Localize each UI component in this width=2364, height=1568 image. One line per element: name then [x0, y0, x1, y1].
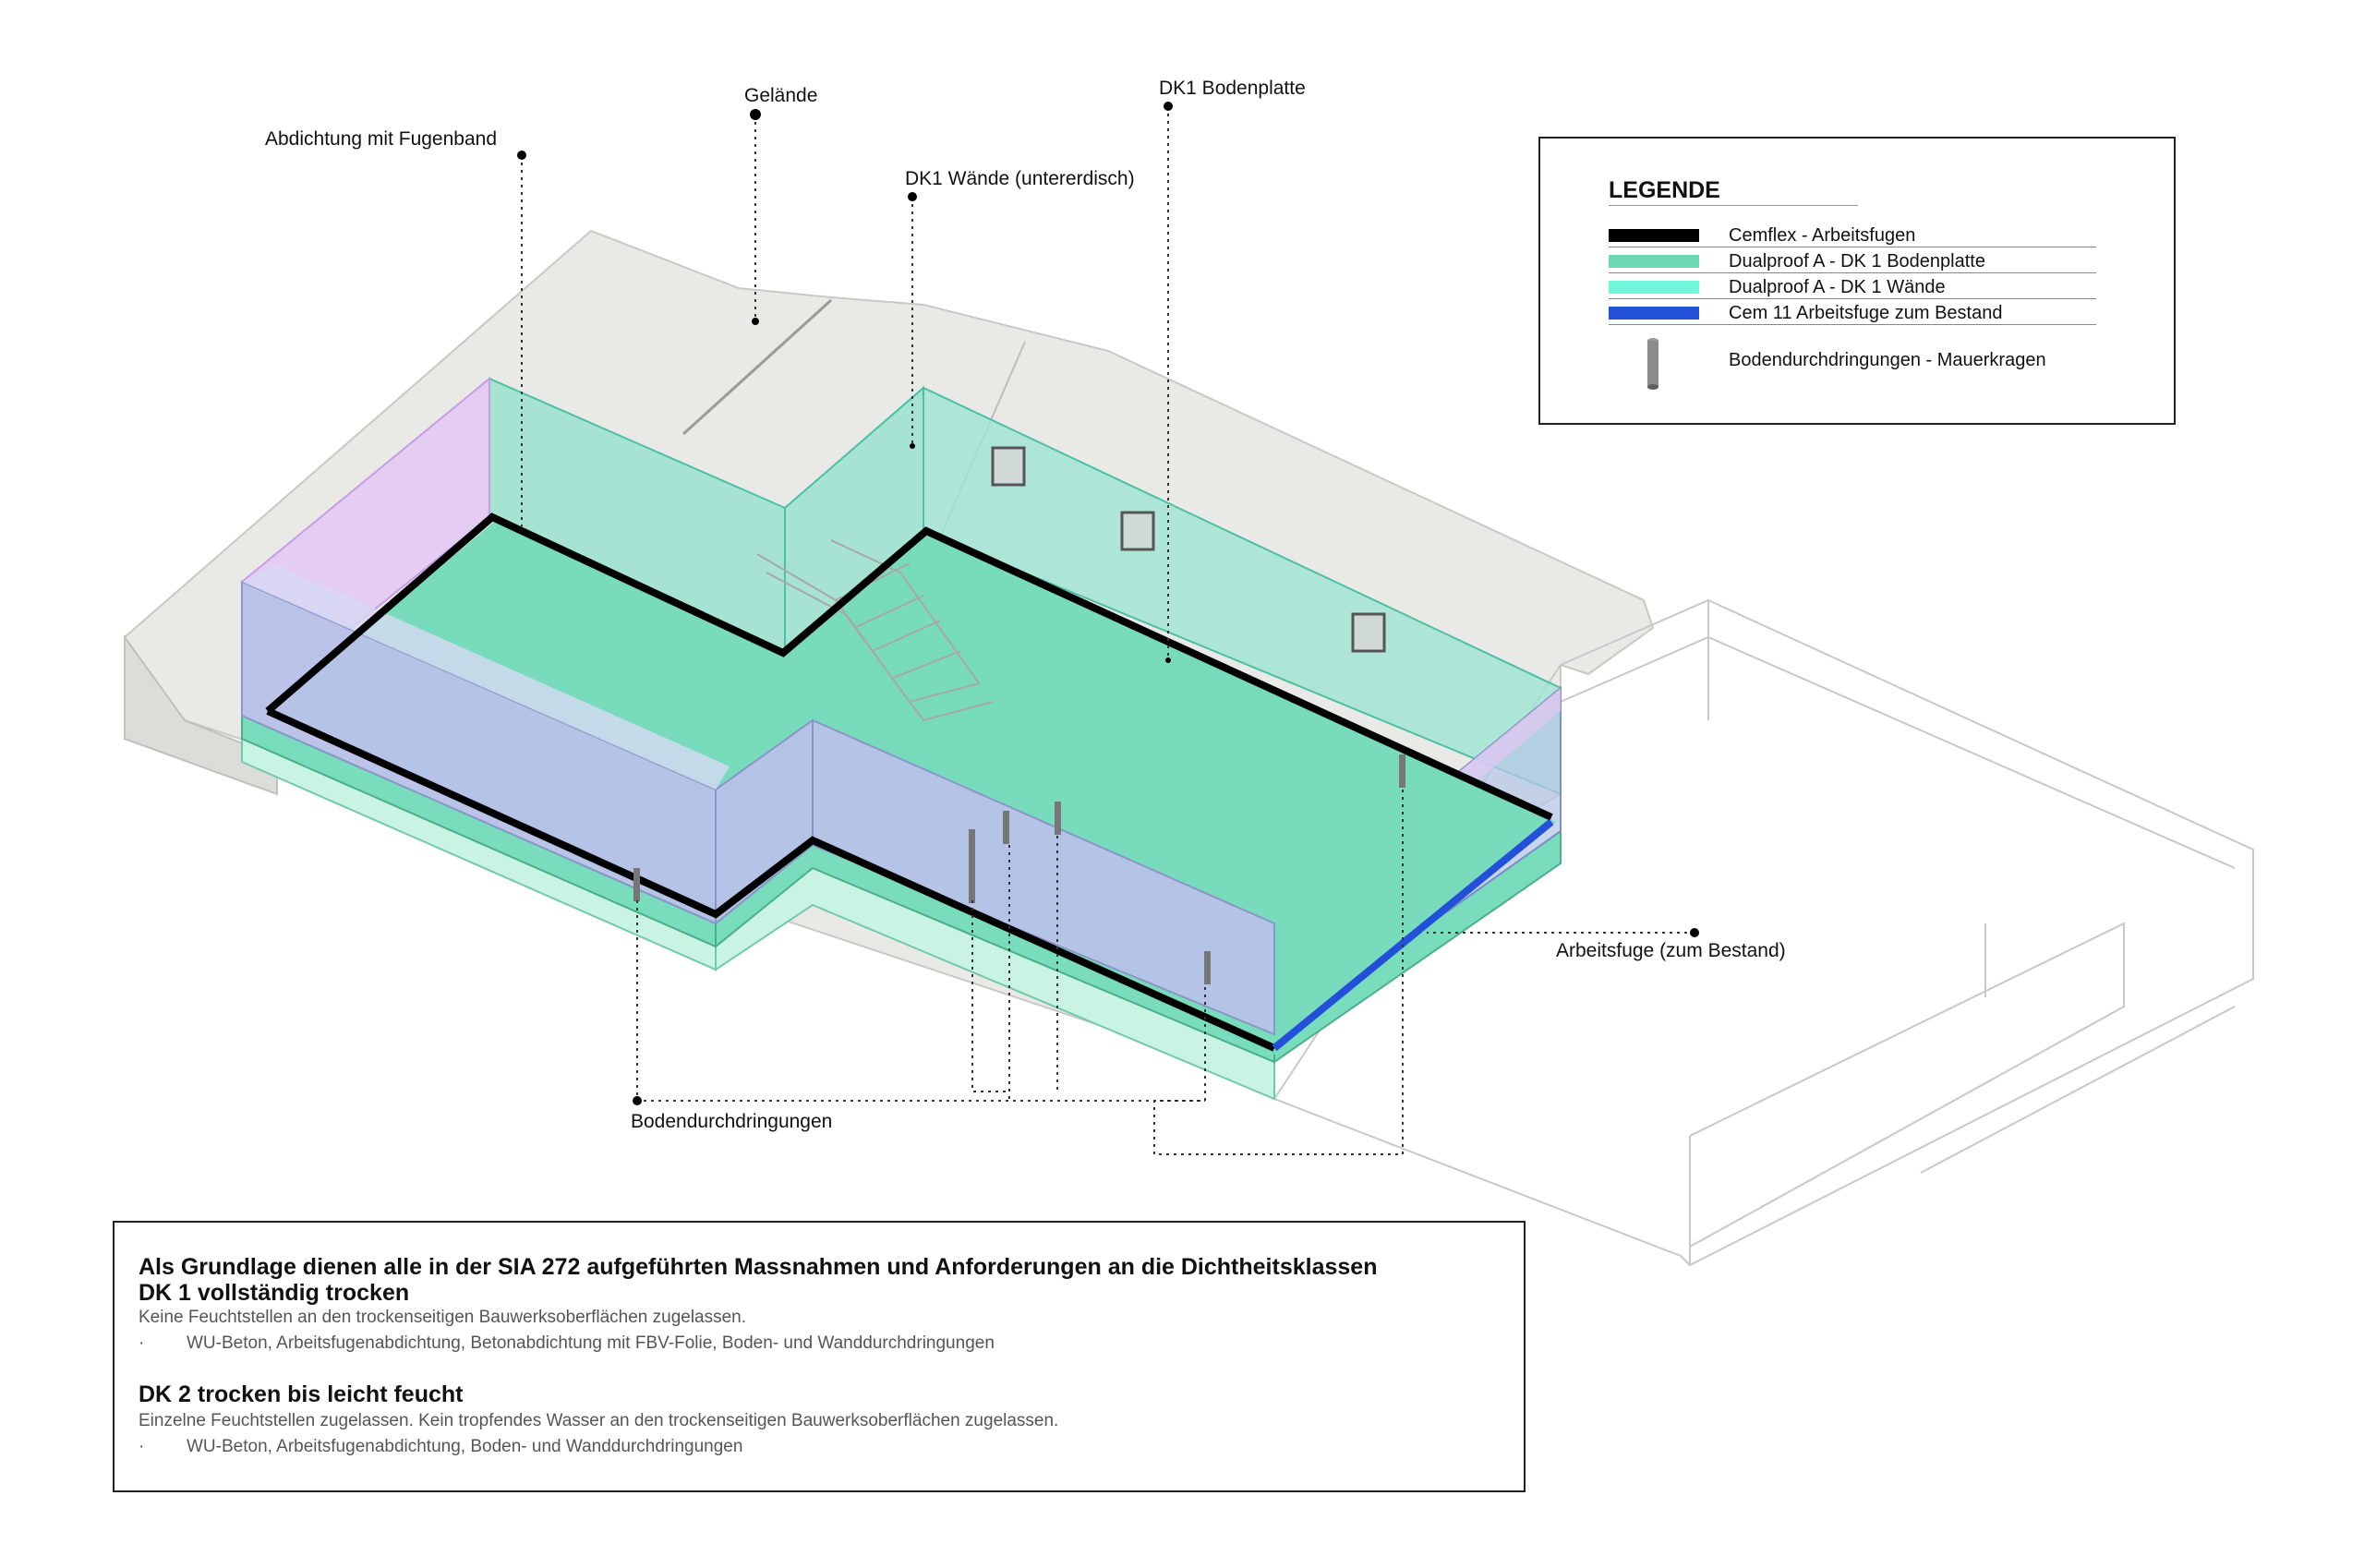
legend-swatch-green	[1609, 255, 1699, 268]
window-3	[1351, 612, 1386, 653]
legend-label: Dualproof A - DK 1 Bodenplatte	[1729, 251, 1985, 271]
dk2-bullet-text: WU-Beton, Arbeitsfugenabdichtung, Boden-…	[187, 1437, 743, 1456]
penetration-6	[1399, 754, 1405, 788]
legend-penetration-label: Bodendurchdringungen - Mauerkragen	[1729, 350, 2046, 370]
dk1-title: DK 1 vollständig trocken	[139, 1280, 410, 1306]
legend-divider	[1609, 324, 2096, 325]
existing-inner-wall-3	[1920, 1006, 2236, 1174]
existing-inner-wall-2	[1689, 922, 2125, 1248]
notes-heading: Als Grundlage dienen alle in der SIA 272…	[139, 1254, 1378, 1280]
legend-item-waende: Dualproof A - DK 1 Wände	[1609, 273, 2098, 299]
legend-label: Dualproof A - DK 1 Wände	[1729, 277, 1946, 297]
front-wall-top-edge	[242, 565, 730, 790]
floor-penetrations	[633, 754, 1405, 984]
window-2	[1120, 511, 1155, 551]
working-joint-blue	[1272, 818, 1554, 1052]
staircase	[756, 539, 994, 722]
callout-dk1-waende: DK1 Wände (untererdisch)	[905, 168, 1135, 189]
callout-arbeitsfuge: Arbeitsfuge (zum Bestand)	[1556, 940, 1786, 961]
bullet-marker: ·	[139, 1333, 145, 1353]
legend-swatch-blue	[1609, 307, 1699, 320]
legend-item-cem11: Cem 11 Arbeitsfuge zum Bestand	[1609, 299, 2098, 325]
dk2-text: Einzelne Feuchtstellen zugelassen. Kein …	[139, 1411, 1059, 1430]
penetration-4	[1055, 802, 1061, 835]
working-joint-black-front	[266, 707, 1276, 1052]
callout-bodendurchdringungen: Bodendurchdringungen	[631, 1111, 833, 1132]
legend-divider	[1609, 272, 2096, 273]
callout-gelaende: Gelände	[744, 85, 818, 106]
legend-swatch-aqua	[1609, 281, 1699, 294]
existing-inner-wall-1	[1560, 635, 2236, 869]
dk1-bullet-text: WU-Beton, Arbeitsfugenabdichtung, Betona…	[187, 1333, 995, 1353]
legend-title: LEGENDE	[1609, 177, 1720, 203]
interior-walls	[241, 565, 1275, 1036]
terrain-ridge-1	[681, 298, 833, 436]
legend-swatch-black	[1609, 229, 1699, 242]
penetration-5	[1204, 951, 1211, 984]
callout-dk1-bodenplatte: DK1 Bodenplatte	[1159, 78, 1306, 99]
legend-box: LEGENDE Cemflex - Arbeitsfugen Dualproof…	[1538, 137, 2176, 425]
callout-dots	[517, 102, 1699, 1105]
existing-top-outline	[1272, 598, 2254, 1267]
legend-item-bodenplatte: Dualproof A - DK 1 Bodenplatte	[1609, 247, 2098, 273]
floor-slab-layers	[241, 714, 1562, 1101]
pipe-collar-icon	[1647, 338, 1658, 390]
window-1	[991, 446, 1026, 487]
legend-label: Cemflex - Arbeitsfugen	[1729, 225, 1916, 246]
legend-title-divider	[1609, 205, 1858, 206]
front-wall-right	[812, 718, 1275, 1036]
notes-box: Als Grundlage dienen alle in der SIA 272…	[113, 1221, 1526, 1492]
legend-divider	[1609, 298, 2096, 299]
legend-label: Cem 11 Arbeitsfuge zum Bestand	[1729, 303, 2003, 323]
penetration-2	[969, 829, 975, 903]
dk2-title: DK 2 trocken bis leicht feucht	[139, 1381, 464, 1407]
callout-abdichtung: Abdichtung mit Fugenband	[265, 128, 498, 150]
working-joint-black	[265, 513, 1553, 821]
penetration-3	[1003, 811, 1009, 844]
existing-building-outline	[1272, 598, 2254, 1267]
dk2-bullet-item: · WU-Beton, Arbeitsfugenabdichtung, Boden…	[139, 1437, 742, 1457]
callout-leaders	[521, 106, 1695, 1155]
penetration-1	[633, 868, 640, 901]
legend-item-cemflex: Cemflex - Arbeitsfugen	[1609, 222, 2098, 247]
dk1-text: Keine Feuchtstellen an den trockenseitig…	[139, 1308, 747, 1327]
wall-windows	[991, 446, 1386, 653]
bullet-marker: ·	[139, 1437, 145, 1456]
dk1-bullet-item: · WU-Beton, Arbeitsfugenabdichtung, Beton…	[139, 1333, 995, 1354]
